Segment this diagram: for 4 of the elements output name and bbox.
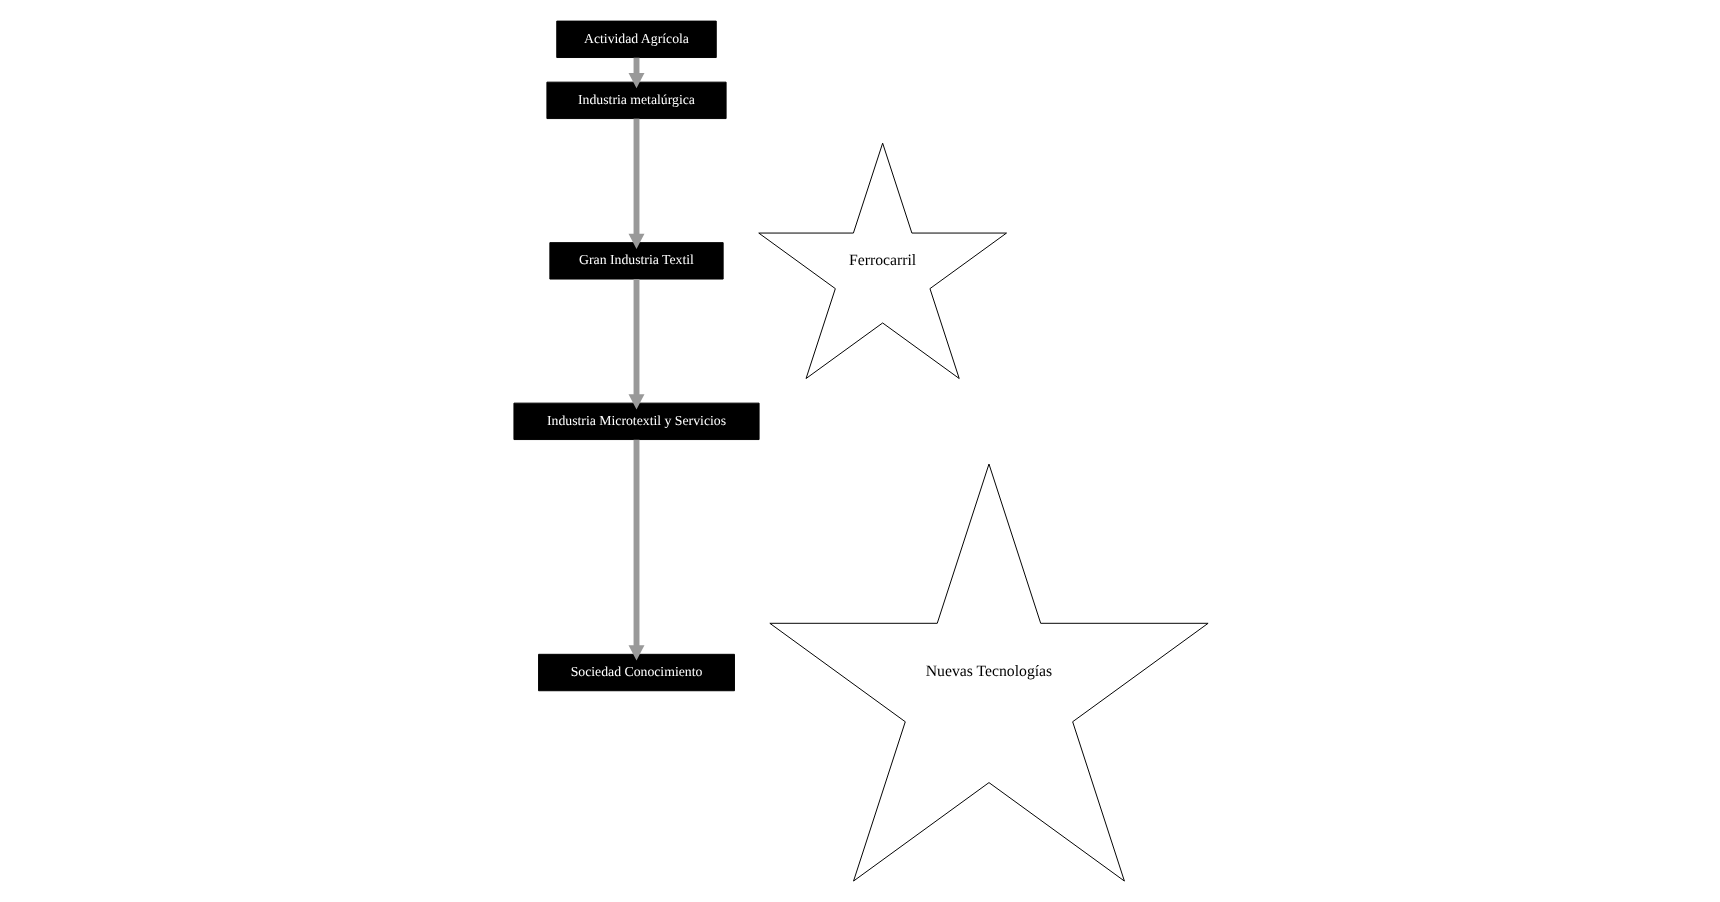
arrow xyxy=(627,279,644,410)
arrow xyxy=(627,118,644,249)
arrow xyxy=(627,439,644,661)
arrow xyxy=(627,57,644,89)
